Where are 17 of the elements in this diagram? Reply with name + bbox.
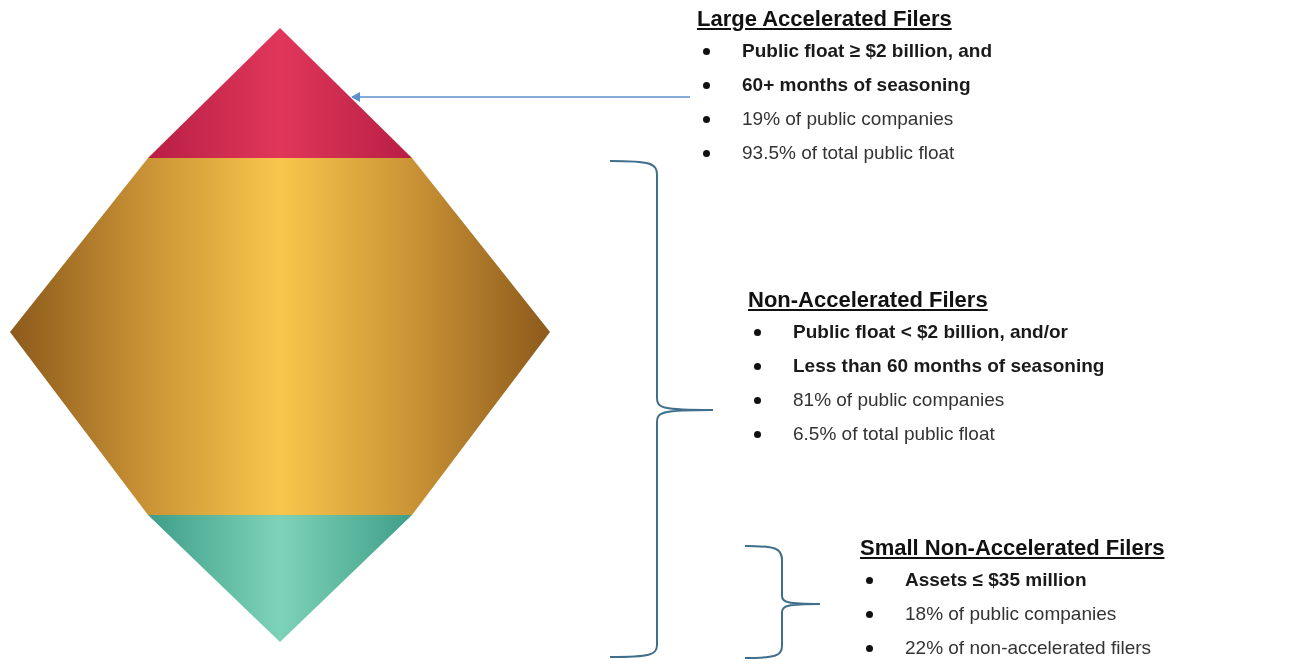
statistic-text: 22% of non-accelerated filers [905, 636, 1152, 660]
statistic-text: 81% of public companies [793, 388, 1005, 412]
category-heading: Small Non-Accelerated Filers [860, 534, 1165, 562]
statistic-text: 6.5% of total public float [793, 422, 995, 446]
diamond-triangle [148, 515, 412, 642]
statistic-text: 93.5% of total public float [742, 141, 955, 165]
criterion-text: Assets ≤ $35 million [905, 568, 1087, 592]
category-heading: Non-Accelerated Filers [748, 286, 988, 314]
criterion-text: Public float < $2 billion, and/or [793, 320, 1068, 344]
criterion-text: Less than 60 months of seasoning [793, 354, 1105, 378]
category-heading: Large Accelerated Filers [697, 5, 952, 33]
criterion-text: 60+ months of seasoning [742, 73, 971, 97]
criterion-text: Public float ≥ $2 billion, and [742, 39, 993, 63]
statistic-text: 19% of public companies [742, 107, 954, 131]
diamond-triangle [148, 28, 412, 158]
arrow [351, 92, 691, 102]
statistic-text: 18% of public companies [905, 602, 1117, 626]
